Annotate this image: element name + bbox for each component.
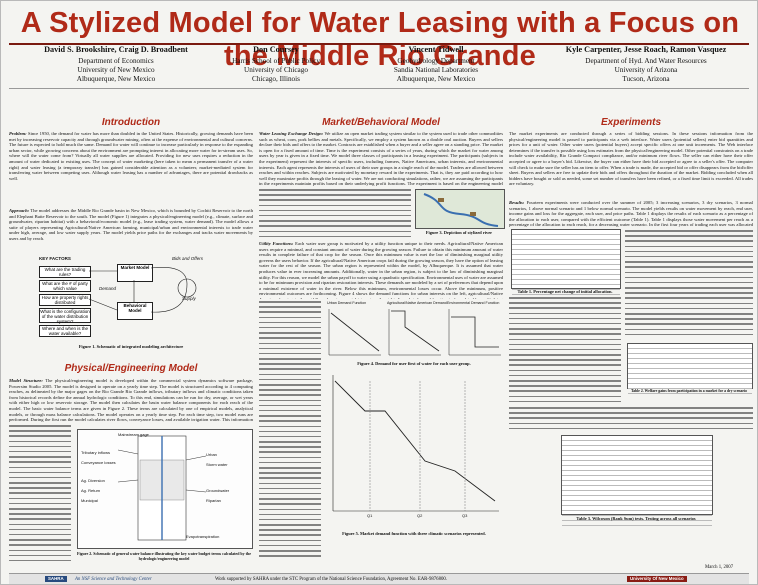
- table-1-caption: Table 1. Percentage net change of initia…: [517, 289, 613, 294]
- market-utility-text-top: Utility Functions: Each water user group…: [259, 241, 503, 299]
- unm-logo: University Of New Mexico: [627, 576, 687, 582]
- fig5-label-q3: Q3: [462, 513, 468, 518]
- figure-4-demand-functions: Urban Demand Function Agricultural/Nativ…: [325, 301, 503, 359]
- figure-5-plot: [332, 375, 499, 512]
- author-1-name: David S. Brookshire, Craig D. Broadbent: [44, 45, 188, 54]
- fig2-label-conveyance-losses: Conveyance losses: [81, 460, 116, 465]
- figure-2-caption: Figure 2. Schematic of general water bal…: [77, 551, 251, 561]
- bids-offers-label: Bids and Offers: [172, 256, 204, 261]
- introduction-approach-text: Approach: The model addresses the Middle…: [9, 208, 253, 241]
- footer-bar: SAHRA An NSF Science and Technology Cent…: [9, 573, 749, 584]
- figure-5-caption: Figure 5. Market demand function with th…: [342, 531, 486, 536]
- sahra-tagline: An NSF Science and Technology Center: [75, 577, 152, 582]
- experiments-results-text-bottom: [509, 407, 753, 431]
- fig2-label-groundwater: Groundwater: [206, 488, 230, 493]
- figure-3-stylized-river: [415, 189, 505, 229]
- question-5: Where and when is the water available?: [39, 325, 91, 337]
- poster-title: A Stylized Model for Water Leasing with …: [20, 7, 740, 72]
- fig5-label-q1: Q1: [367, 513, 373, 518]
- supply-label: Supply: [182, 296, 196, 301]
- fig2-label-ag-diversion: Ag. Diversion: [81, 478, 105, 483]
- poster-date: March 1, 2007: [705, 565, 734, 570]
- figure-3-river-drawing: [423, 193, 499, 227]
- experiments-heading: Experiments: [600, 117, 662, 128]
- figure-1-schematic: KEY FACTORS What are the trading rules? …: [37, 254, 217, 342]
- fig2-label-evapotranspiration: Evapotranspiration: [186, 534, 220, 539]
- fig4-title-agricultural: Agricultural/Native American Demand: [387, 301, 447, 305]
- figure-1-connectors: [88, 267, 197, 313]
- table-3-wilcoxon: [561, 435, 713, 526]
- author-2-name: Don Coursey: [253, 45, 299, 54]
- market-utility-text-continued: [259, 301, 321, 567]
- question-4: What is the configuration of the water d…: [39, 308, 91, 324]
- figure-3-caption: Figure 3. Depiction of stylized river: [425, 230, 493, 235]
- figure-4-plots: [328, 309, 501, 356]
- experiments-results-text-top: Results: Fourteen experiments were condu…: [509, 200, 753, 228]
- title-rule: [9, 43, 749, 45]
- funding-statement: Work supported by SAHRA under the STC Pr…: [215, 577, 447, 582]
- table-2-welfare-gains: [627, 343, 753, 394]
- experiments-design-text: The market experiments are conducted thr…: [509, 131, 753, 187]
- figure-1-caption: Figure 1. Schematic of integrated modeli…: [78, 344, 184, 349]
- author-3-name: Vincent Tidwell: [408, 45, 464, 54]
- physical-heading: Physical/Engineering Model: [64, 363, 198, 374]
- table-1-allocation: [511, 229, 621, 295]
- fig2-label-tributary-inflows: Tributary inflows: [81, 450, 110, 455]
- table-3-caption: Table 3. Wilcoxon (Rank Sum) tests. Test…: [576, 516, 696, 521]
- market-exchange-text-continued: [259, 189, 411, 237]
- demand-label: Demand: [99, 286, 117, 291]
- figure-5-market-demand: Q1 Q2 Q3: [325, 371, 503, 521]
- fig2-label-urban: Urban: [206, 452, 217, 457]
- author-4-name: Kyle Carpenter, Jesse Roach, Ramon Vasqu…: [565, 45, 727, 54]
- physical-structure-text-top: Model Structure: The physical/engineerin…: [9, 378, 253, 424]
- fig2-label-mainstream-gage: Mainstream gage: [118, 432, 149, 437]
- market-model-box: Market Model: [117, 264, 153, 282]
- market-heading: Market/Behavioral Model: [322, 117, 440, 128]
- fig2-label-riparian: Riparian: [206, 498, 221, 503]
- fig4-title-environmental: Environmental Demand Function: [447, 301, 500, 305]
- behavioral-model-box: Behavioral Model: [117, 302, 153, 320]
- table-2-caption: Table 2. Welfare gains from participatio…: [630, 389, 748, 393]
- question-2: What are the # of party which value: [39, 280, 91, 292]
- fig2-label-ag-return: Ag. Return: [81, 488, 101, 493]
- fig4-title-urban: Urban Demand Function: [327, 301, 367, 305]
- author-rule: [9, 88, 749, 89]
- experiments-results-text-right: [625, 230, 753, 340]
- experiments-results-text-left: [509, 297, 621, 405]
- fig2-label-municipal: Municipal: [81, 498, 98, 503]
- fig2-label-storm-water: Storm water: [206, 462, 228, 467]
- fig5-label-q2: Q2: [417, 513, 423, 518]
- market-exchange-text-top: Water Leasing Exchange Design: We utiliz…: [259, 131, 503, 188]
- introduction-problem-text: Problem: Since 1950, the demand for wate…: [9, 131, 253, 181]
- figure-2-diagram: [117, 435, 207, 541]
- physical-structure-text-continued: [9, 425, 71, 565]
- sahra-logo: SAHRA: [45, 576, 67, 582]
- figure-2-water-balance: Mainstream gage Tributary inflows Convey…: [77, 429, 253, 549]
- figure-4-caption: Figure 4. Demand for user first of water…: [357, 361, 471, 366]
- question-1: What are the trading rules?: [39, 266, 91, 278]
- question-3: How are property rights distributed: [39, 294, 91, 306]
- introduction-heading: Introduction: [101, 117, 161, 128]
- key-factors-label: KEY FACTORS: [39, 256, 71, 261]
